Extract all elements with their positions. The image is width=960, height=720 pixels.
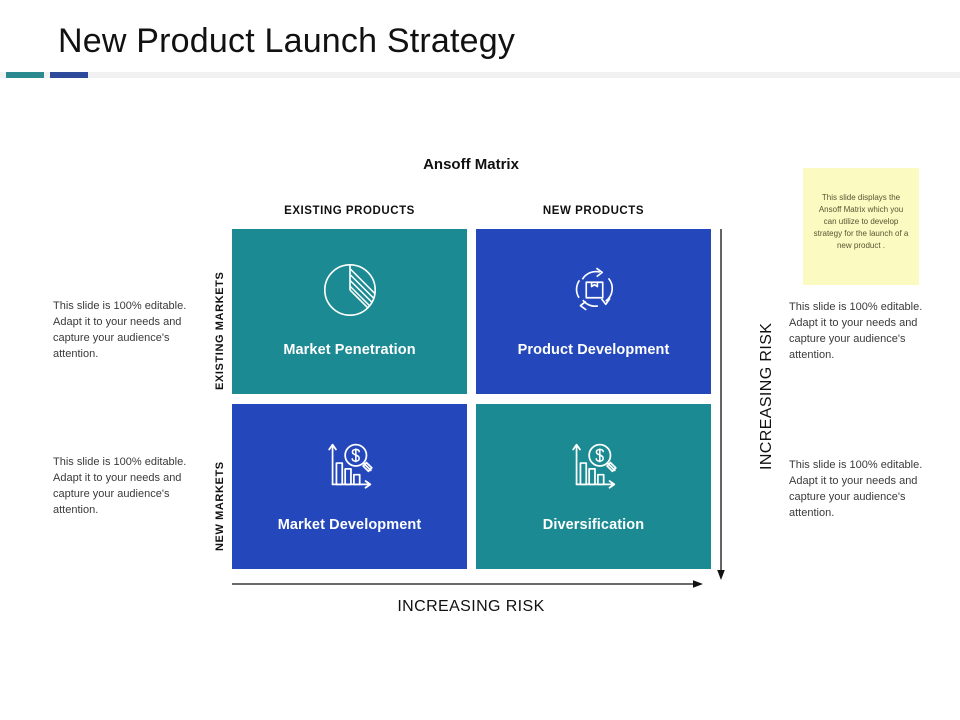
- quadrant-label-diversification: Diversification: [542, 517, 645, 533]
- bar-chart-magnifier-dollar-icon: [563, 434, 625, 496]
- increasing-risk-arrow-horizontal: [232, 578, 704, 590]
- quadrant-product-development[interactable]: Product Development: [476, 229, 711, 394]
- axis-label-right: INCREASING RISK: [758, 322, 775, 470]
- row-header-new-markets: NEW MARKETS: [214, 461, 226, 551]
- quadrant-label-product-development: Product Development: [517, 342, 670, 358]
- sticky-note: This slide displays the Ansoff Matrix wh…: [803, 168, 919, 285]
- title-divider: [0, 72, 960, 78]
- description-right-top: This slide is 100% editable. Adapt it to…: [789, 301, 923, 361]
- sticky-note-text: This slide displays the Ansoff Matrix wh…: [813, 193, 909, 250]
- accent-bar-blue: [50, 72, 88, 78]
- description-left-top: This slide is 100% editable. Adapt it to…: [53, 300, 187, 360]
- column-header-new-products: NEW PRODUCTS: [542, 205, 645, 217]
- matrix-title: Ansoff Matrix: [423, 156, 519, 173]
- page-title: New Product Launch Strategy: [58, 22, 516, 60]
- increasing-risk-arrow-vertical: [714, 229, 728, 581]
- description-left-bottom: This slide is 100% editable. Adapt it to…: [53, 456, 187, 516]
- quadrant-market-development[interactable]: Market Development: [232, 404, 467, 569]
- quadrant-label-market-penetration: Market Penetration: [283, 342, 416, 358]
- axis-label-bottom: INCREASING RISK: [397, 598, 545, 615]
- bar-chart-magnifier-dollar-icon: [319, 434, 381, 496]
- pie-chart-icon: [319, 259, 381, 321]
- quadrant-label-market-development: Market Development: [277, 517, 422, 533]
- row-header-existing-markets: EXISTING MARKETS: [214, 271, 226, 390]
- description-right-bottom: This slide is 100% editable. Adapt it to…: [789, 459, 923, 519]
- quadrant-market-penetration[interactable]: Market Penetration: [232, 229, 467, 394]
- box-circular-arrows-icon: [563, 259, 625, 321]
- quadrant-diversification[interactable]: Diversification: [476, 404, 711, 569]
- accent-bar-teal: [6, 72, 44, 78]
- column-header-existing-products: EXISTING PRODUCTS: [284, 205, 415, 217]
